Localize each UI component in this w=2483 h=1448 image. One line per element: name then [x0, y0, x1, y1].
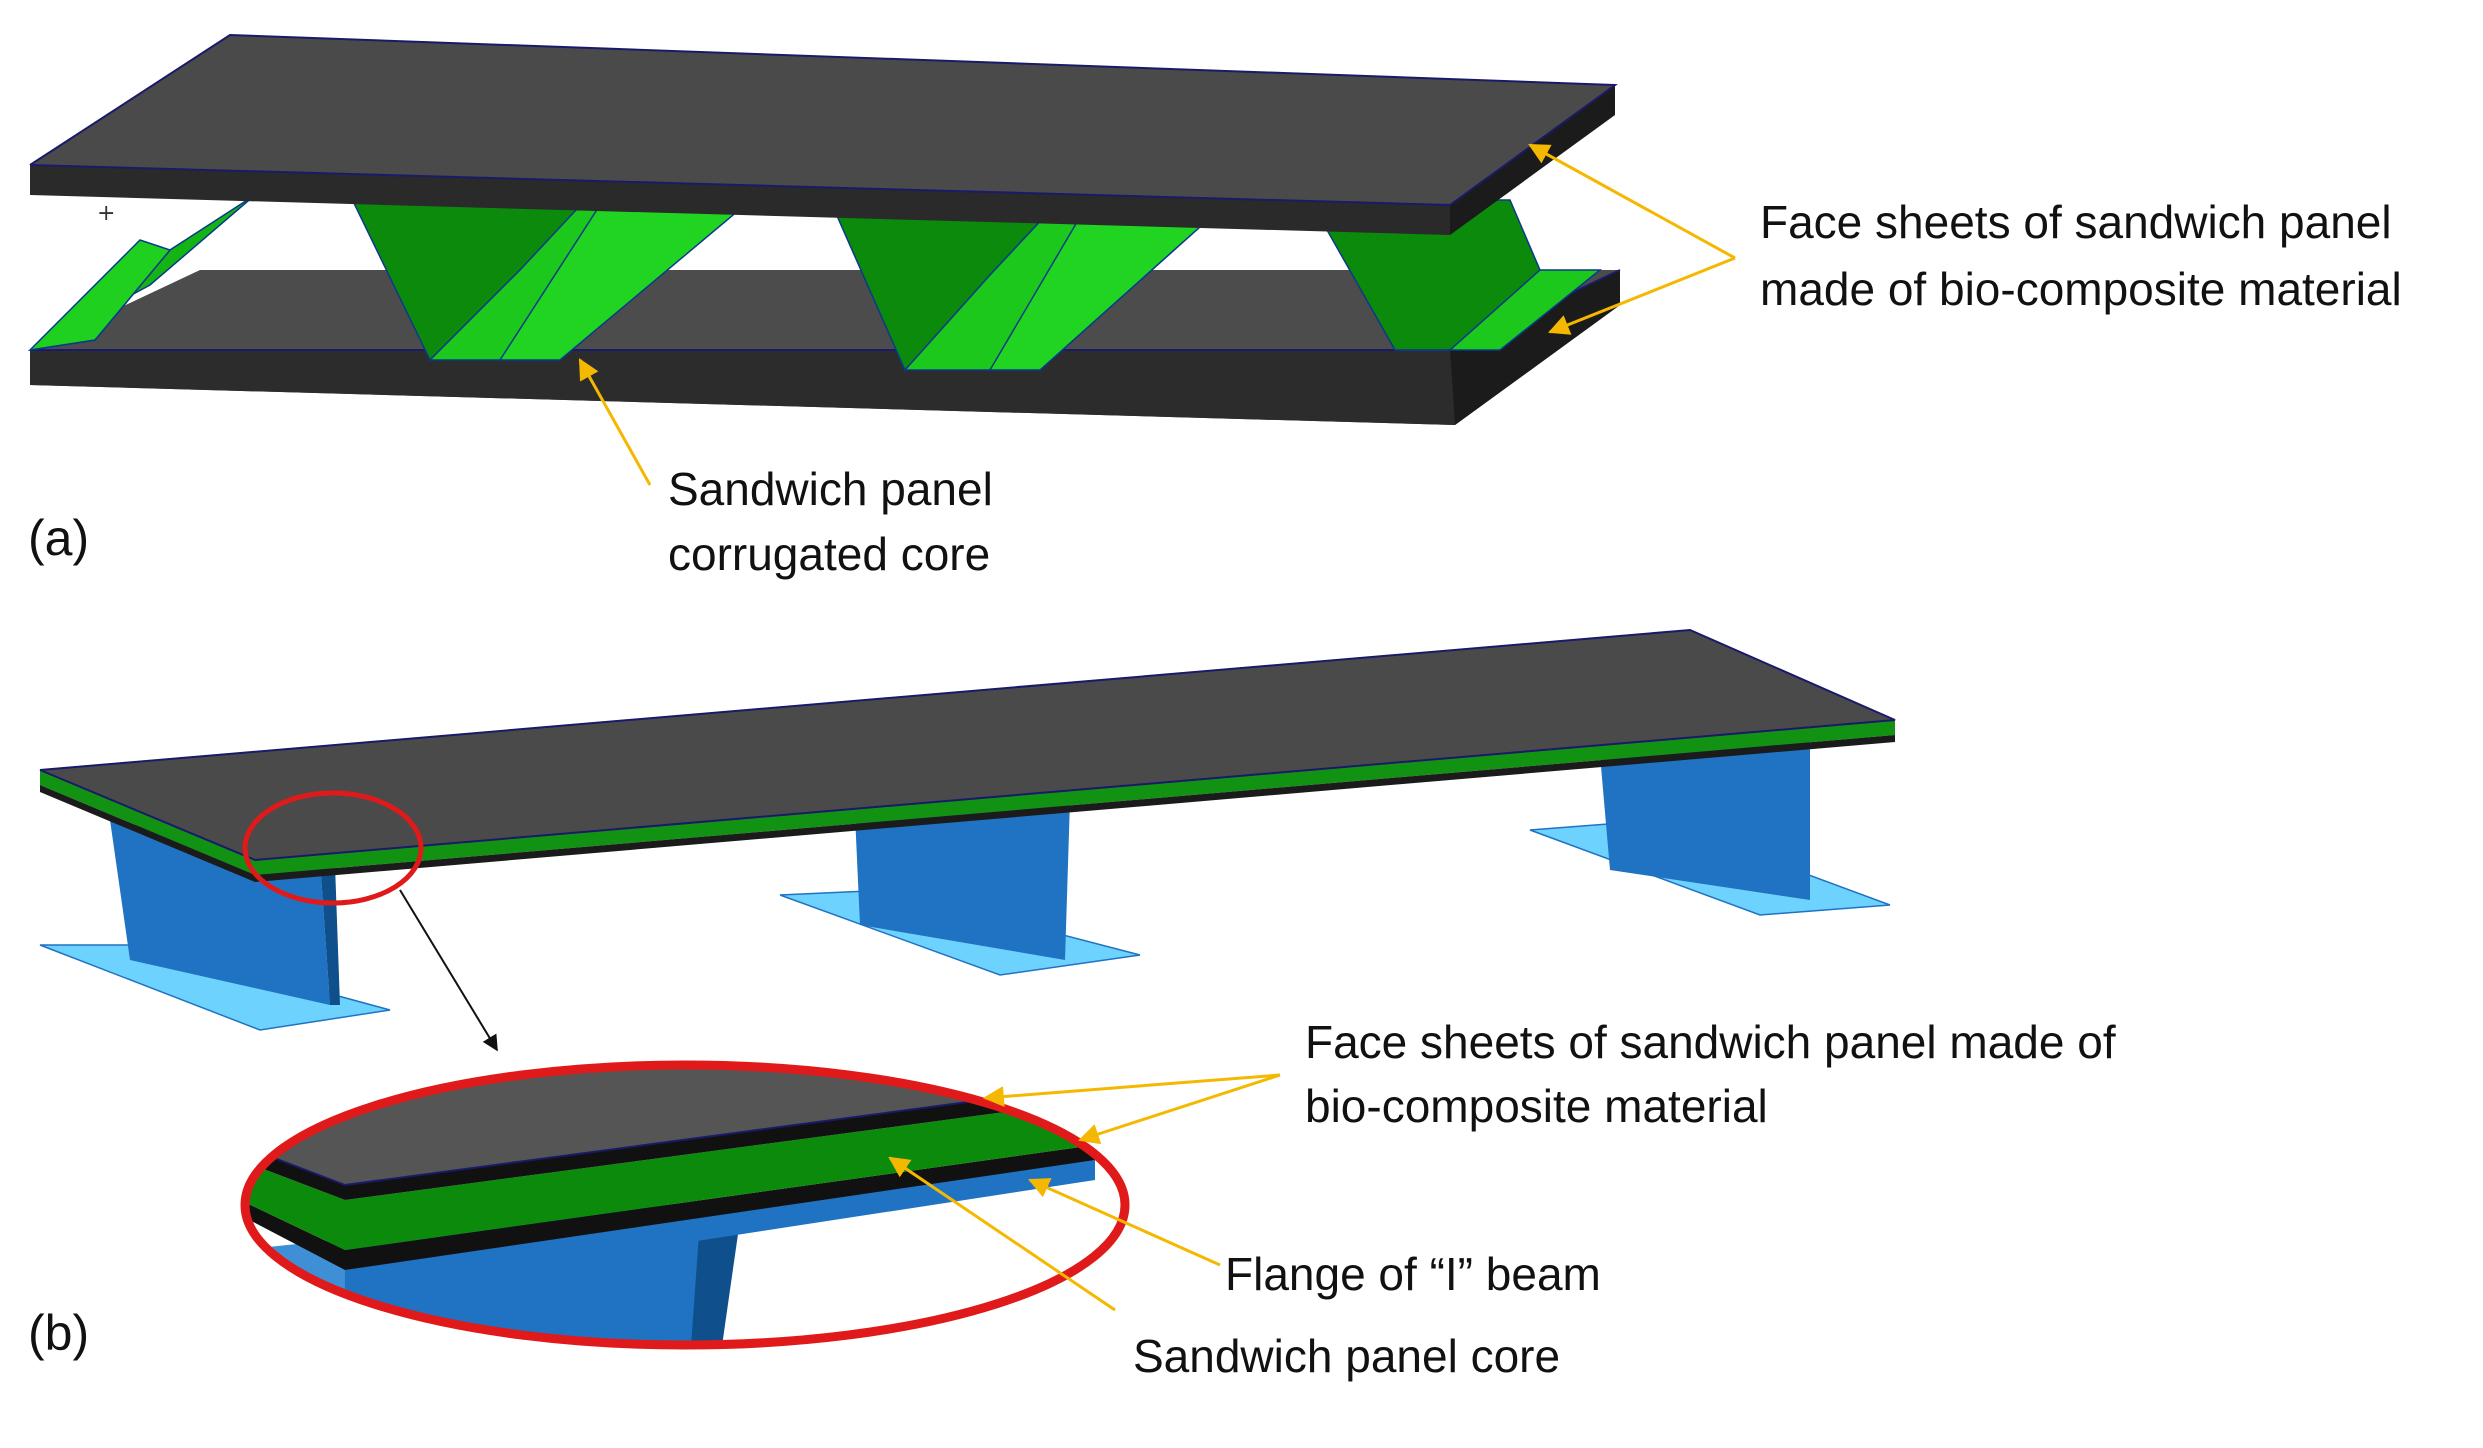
panel-b-label: (b)	[28, 1305, 89, 1361]
detail-circle-small	[242, 790, 424, 906]
i-beam-right	[1529, 740, 1891, 916]
core-label-a-line1: Sandwich panel	[668, 463, 993, 515]
corrugated-core	[27, 194, 1603, 372]
core-label-a-line2: corrugated core	[668, 528, 990, 580]
magnified-detail	[240, 1060, 1130, 1350]
face-sheets-label-a-line1: Face sheets of sandwich panel	[1760, 196, 2392, 248]
flange-label: Flange of “I” beam	[1225, 1248, 1601, 1300]
i-beam-middle	[779, 800, 1141, 976]
panel-b-illustration	[39, 628, 1896, 1350]
panel-a-callouts	[578, 143, 1736, 486]
face-sheets-label-a-line2: made of bio-composite material	[1760, 263, 2402, 315]
face-sheets-label-b-line2: bio-composite material	[1305, 1080, 1768, 1132]
core-label-b: Sandwich panel core	[1133, 1330, 1560, 1382]
deck-panel	[39, 628, 1896, 882]
crosshair-mark: +	[97, 201, 115, 226]
zoom-arrow	[399, 889, 498, 1052]
top-face-sheet	[29, 33, 1618, 235]
face-sheets-label-b-line1: Face sheets of sandwich panel made of	[1305, 1016, 2116, 1068]
panel-b-callouts	[888, 1073, 1281, 1312]
panel-a-label: (a)	[28, 510, 89, 566]
panel-a-illustration: +	[27, 33, 1621, 425]
